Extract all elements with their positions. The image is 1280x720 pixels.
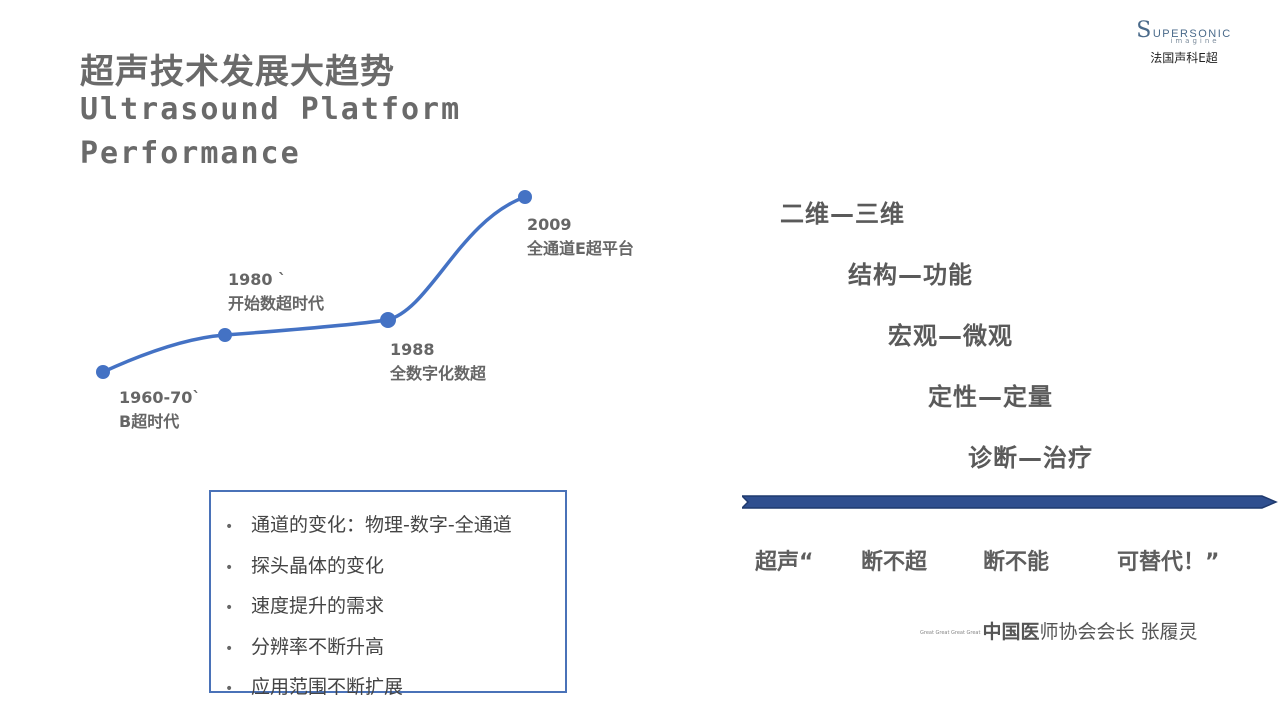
timeline-label-1980-year: 1980 ` (228, 270, 287, 289)
timeline-label-1988-year: 1988 (390, 340, 435, 359)
timeline-label-2009: 2009 全通道E超平台 (527, 213, 634, 261)
bullet-text: 分辨率不断升高 (251, 635, 385, 658)
timeline-label-1980-text: 开始数超时代 (228, 294, 325, 313)
quote-part-2: 断不超 (861, 550, 928, 575)
supersonic-logo: SUPERSONIC imagine 法国声科E超 (1136, 18, 1232, 66)
timeline-label-1988: 1988 全数字化数超 (390, 338, 486, 386)
attribution-name: 张履灵 (1140, 621, 1198, 643)
bullet-text: 速度提升的需求 (251, 595, 385, 617)
logo-wordmark: SUPERSONIC (1136, 18, 1232, 43)
bullet-dot: • (225, 681, 234, 697)
bullet-box: • 通道的变化：物理-数字-全通道 • 探头晶体的变化 • 速度提升的需求 • 分辨率不… (209, 490, 567, 698)
bullet-text: 探头晶体的变化 (251, 554, 385, 577)
timeline-label-1960-text: B超时代 (119, 412, 180, 431)
bullet-dot: • (225, 640, 234, 657)
arrow-bar-shape (742, 495, 1278, 509)
trend-item-structure-function: 结构—功能 (848, 261, 973, 289)
bullet-list: • 通道的变化：物理-数字-全通道 • 探头晶体的变化 • 速度提升的需求 • 分辨率不… (211, 492, 565, 709)
trend-item-macro-micro: 宏观—微观 (888, 322, 1013, 350)
timeline-point-1980 (218, 328, 232, 342)
logo-initial: S (1136, 18, 1153, 43)
bullet-text: 通道的变化：物理-数字-全通道 (251, 514, 512, 536)
timeline-label-1988-text: 全数字化数超 (390, 364, 487, 383)
bullet-dot: • (225, 559, 234, 576)
page-title: 超声技术发展大趋势 (80, 52, 395, 92)
trend-item-2d-3d: 二维—三维 (780, 200, 905, 228)
list-item: • 应用范围不断扩展 (225, 668, 565, 709)
timeline-point-1988 (380, 312, 396, 328)
list-item: • 探头晶体的变化 (225, 547, 565, 588)
attribution-org-bold: 中国医 (982, 621, 1040, 643)
bullet-dot: • (225, 519, 234, 535)
logo-cn: 法国声科E超 (1150, 51, 1218, 65)
timeline-label-1960: 1960-70` B超时代 (119, 386, 200, 434)
timeline-label-1960-year: 1960-70` (119, 388, 201, 407)
logo-word-rest: UPERSONIC (1152, 28, 1232, 40)
quote-part-1: 超声“ (755, 550, 814, 575)
trend-item-qualitative-quantitative: 定性—定量 (928, 383, 1053, 411)
timeline-label-1980: 1980 ` 开始数超时代 (228, 268, 324, 316)
timeline-point-1960 (96, 365, 110, 379)
arrow-bar (742, 495, 1278, 509)
logo-sub: imagine (1170, 37, 1220, 45)
attribution-org-rest: 师协会会长 (1039, 621, 1135, 643)
list-item: • 分辨率不断升高 (225, 628, 565, 669)
attribution-tiny-text: Great Great Great Great (920, 629, 981, 636)
quote-part-4: 可替代！” (1117, 550, 1220, 575)
quote-part-3: 断不能 (983, 550, 1050, 575)
bullet-dot: • (225, 600, 234, 616)
trend-item-diagnosis-treatment: 诊断—治疗 (968, 444, 1093, 472)
bullet-text: 应用范围不断扩展 (251, 676, 404, 698)
timeline-label-2009-year: 2009 (527, 215, 572, 234)
quote: 超声“ 断不超 断不能 可替代！” (755, 544, 1255, 575)
timeline-label-2009-text: 全通道E超平台 (527, 239, 634, 258)
page-title-en-line1: Ultrasound Platform (80, 92, 462, 127)
list-item: • 速度提升的需求 (225, 587, 565, 628)
list-item: • 通道的变化：物理-数字-全通道 (225, 506, 565, 547)
page-title-en-line2: Performance (80, 136, 301, 171)
timeline-point-2009 (518, 190, 532, 204)
